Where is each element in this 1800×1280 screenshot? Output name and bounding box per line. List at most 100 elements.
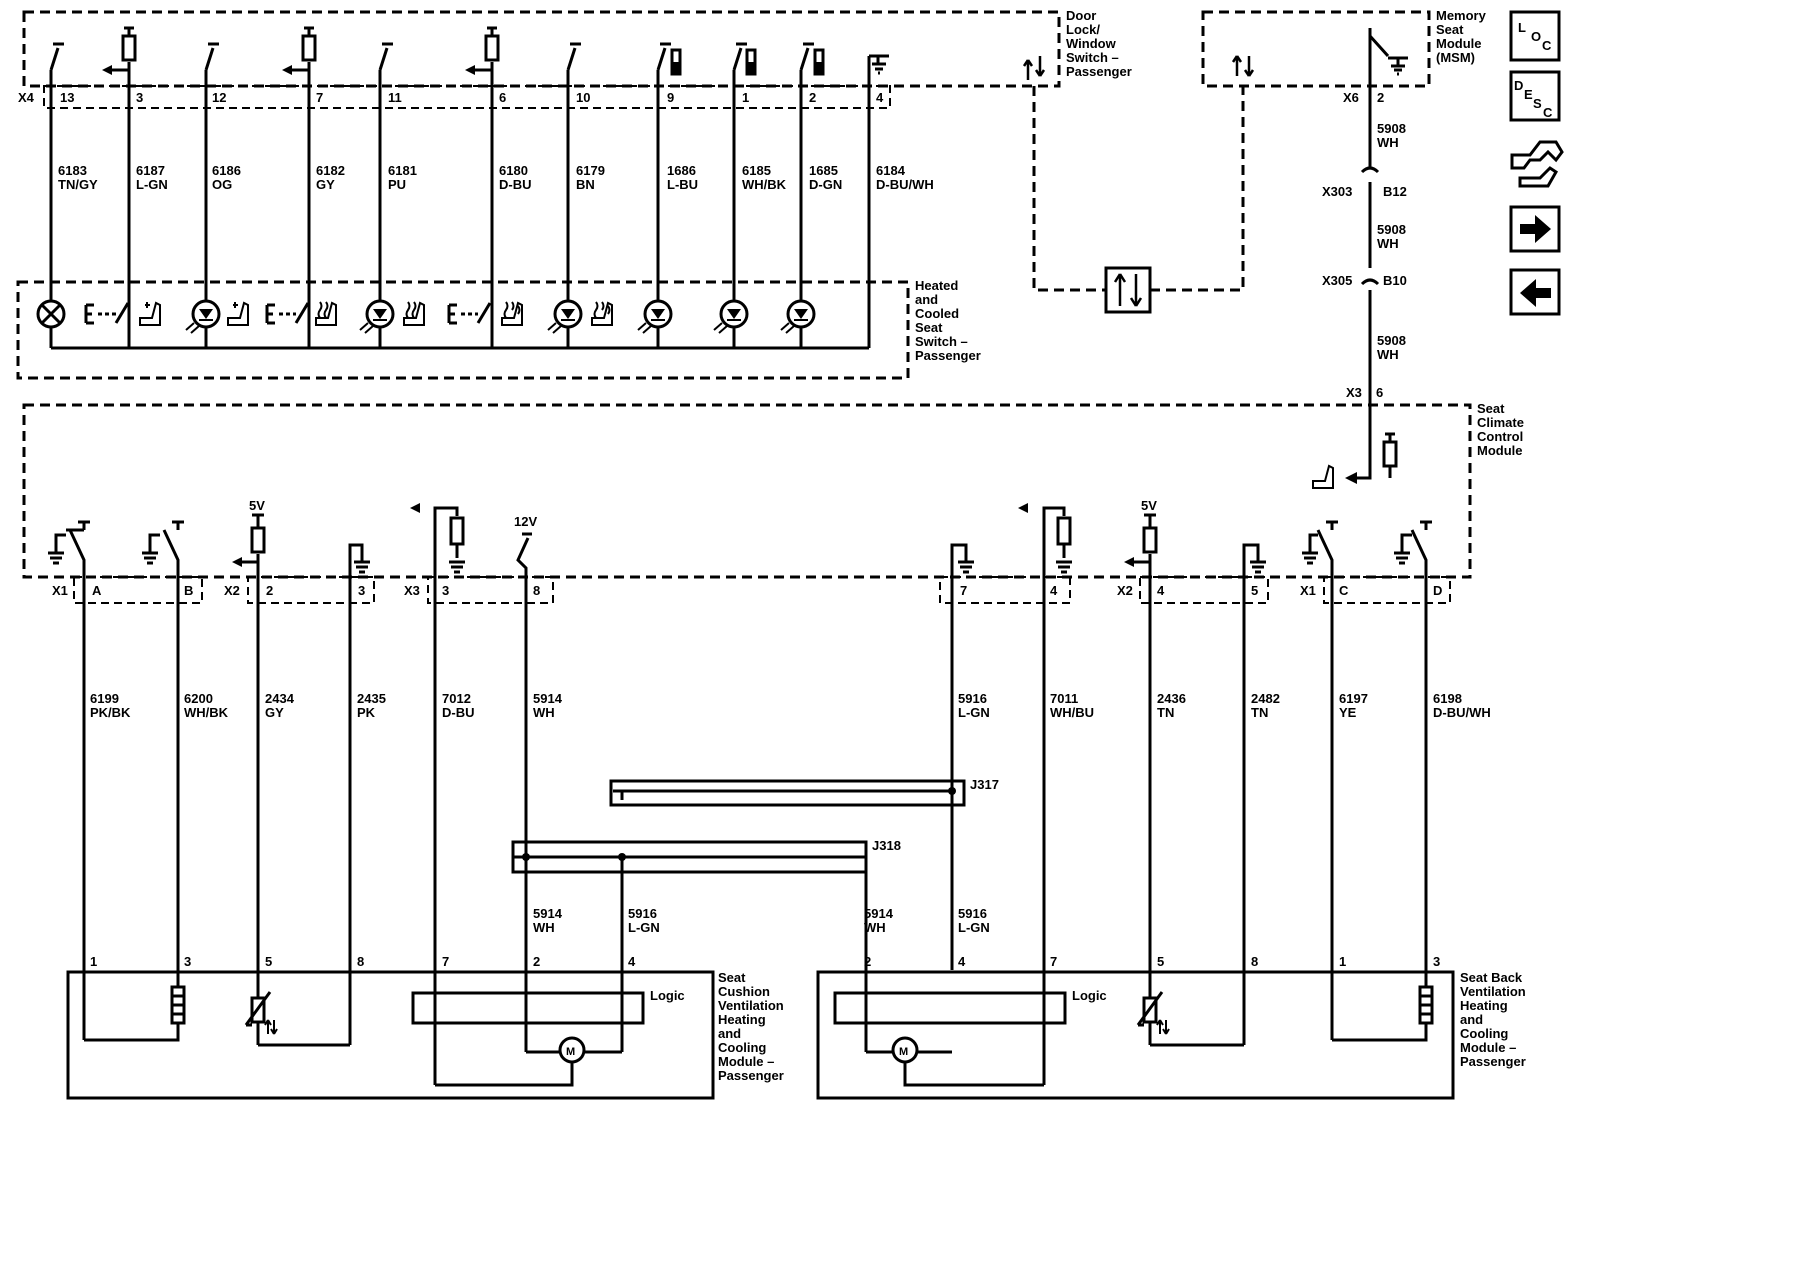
svg-text:5916: 5916: [958, 906, 987, 921]
svg-text:X303: X303: [1322, 184, 1352, 199]
svg-text:12: 12: [212, 90, 226, 105]
cushion-pin-labels: 1 3 5 8 7 2 4: [90, 954, 636, 969]
svg-text:S: S: [1533, 96, 1542, 111]
svg-text:3: 3: [136, 90, 143, 105]
svg-text:6: 6: [499, 90, 506, 105]
svg-text:B10: B10: [1383, 273, 1407, 288]
next-arrow-button[interactable]: [1509, 205, 1561, 253]
svg-text:L: L: [1518, 20, 1526, 35]
serial-data-dashed-link: [1032, 86, 1245, 292]
svg-text:WH: WH: [533, 705, 555, 720]
svg-text:9: 9: [667, 90, 674, 105]
bottom-wire-group: [48, 506, 1432, 1087]
thermistors: [244, 991, 1164, 1027]
svg-text:13: 13: [60, 90, 74, 105]
svg-text:D: D: [1433, 583, 1442, 598]
seat-cushion-module-box: [66, 970, 715, 1100]
svg-text:D-BU: D-BU: [499, 177, 532, 192]
x3b-connector: [939, 576, 1071, 604]
seat-back-module-box: [816, 970, 1455, 1100]
svg-text:E: E: [1524, 87, 1533, 102]
switch-indicators: [36, 299, 816, 334]
heated-cooled-switch-label: Heated and Cooled Seat Switch – Passenge…: [915, 278, 981, 363]
svg-text:L-BU: L-BU: [667, 177, 698, 192]
svg-text:6198: 6198: [1433, 691, 1462, 706]
desc-button[interactable]: D E S C: [1509, 70, 1561, 122]
svg-text:O: O: [1531, 29, 1541, 44]
connector-labels: X4 X6 X303 B12 X305 B10 X3 X1 X2 X3 X2 X…: [18, 90, 1407, 853]
x1-connector-right: [1323, 576, 1451, 604]
top-switch-group: [49, 42, 889, 75]
svg-text:6179: 6179: [576, 163, 605, 178]
svg-text:7: 7: [1050, 954, 1057, 969]
svg-text:X6: X6: [1343, 90, 1359, 105]
bottom-wire-labels: A 6199 PK/BK B 6200 WH/BK 2 2434 GY 3 24…: [90, 583, 1491, 720]
prev-arrow-button[interactable]: [1509, 268, 1561, 316]
heated-cooled-switch-box: [16, 280, 910, 380]
svg-text:OG: OG: [212, 177, 232, 192]
svg-text:GY: GY: [316, 177, 335, 192]
svg-text:5914: 5914: [533, 906, 563, 921]
svg-text:4: 4: [1157, 583, 1165, 598]
svg-text:2: 2: [533, 954, 540, 969]
svg-text:Passenger: Passenger: [1460, 1054, 1526, 1069]
svg-text:B: B: [184, 583, 193, 598]
svg-text:5908: 5908: [1377, 222, 1406, 237]
svg-text:2: 2: [809, 90, 816, 105]
svg-text:Door: Door: [1066, 8, 1096, 23]
seat-back-module-label: Seat Back Ventilation Heating and Coolin…: [1460, 970, 1526, 1069]
svg-text:L-GN: L-GN: [136, 177, 168, 192]
svg-text:1: 1: [742, 90, 749, 105]
svg-text:X4: X4: [18, 90, 35, 105]
svg-text:5914: 5914: [533, 691, 563, 706]
svg-text:X305: X305: [1322, 273, 1352, 288]
svg-text:2434: 2434: [265, 691, 295, 706]
back-pin-labels: 2 4 7 5 8 1 3: [864, 954, 1440, 969]
svg-text:YE: YE: [1339, 705, 1357, 720]
svg-text:Module –: Module –: [718, 1054, 774, 1069]
svg-text:L-GN: L-GN: [628, 920, 660, 935]
svg-text:11: 11: [388, 90, 402, 105]
bottom-arrowheads: [232, 503, 1134, 567]
svg-text:5916: 5916: [958, 691, 987, 706]
svg-text:TN: TN: [1251, 705, 1268, 720]
svg-text:Ventilation: Ventilation: [1460, 984, 1526, 999]
svg-text:Control: Control: [1477, 429, 1523, 444]
msm-wire: [1355, 28, 1408, 480]
svg-text:C: C: [1543, 105, 1553, 120]
svg-text:8: 8: [357, 954, 364, 969]
svg-text:WH: WH: [1377, 236, 1399, 251]
svg-text:1685: 1685: [809, 163, 838, 178]
svg-text:Window: Window: [1066, 36, 1117, 51]
heated-seat-icon: [501, 301, 523, 326]
cooled-seat-output-icon: [1312, 464, 1334, 489]
heater-elements: [170, 985, 1434, 1025]
svg-text:WH/BK: WH/BK: [184, 705, 229, 720]
top-pullup-group: [110, 26, 825, 76]
svg-text:Module: Module: [1436, 36, 1482, 51]
svg-text:Passenger: Passenger: [1066, 64, 1132, 79]
svg-text:7: 7: [442, 954, 449, 969]
svg-text:X1: X1: [52, 583, 68, 598]
svg-text:Heated: Heated: [915, 278, 958, 293]
svg-text:and: and: [718, 1026, 741, 1041]
svg-text:X2: X2: [1117, 583, 1133, 598]
svg-text:2435: 2435: [357, 691, 386, 706]
heated-seat-icon: [315, 301, 337, 326]
svg-text:1686: 1686: [667, 163, 696, 178]
svg-text:2: 2: [266, 583, 273, 598]
svg-text:5V: 5V: [1141, 498, 1157, 513]
back-logic-block: [833, 991, 1067, 1025]
svg-text:3: 3: [1433, 954, 1440, 969]
svg-text:GY: GY: [265, 705, 284, 720]
loc-button[interactable]: L O C: [1509, 10, 1561, 62]
svg-text:M: M: [566, 1046, 575, 1058]
svg-text:(MSM): (MSM): [1436, 50, 1475, 65]
harness-icon[interactable]: [1510, 140, 1564, 188]
svg-text:Lock/: Lock/: [1066, 22, 1100, 37]
cooled-seat-icon: [139, 301, 161, 326]
svg-text:Seat: Seat: [1436, 22, 1464, 37]
svg-text:WH: WH: [864, 920, 886, 935]
svg-text:and: and: [915, 292, 938, 307]
svg-text:A: A: [92, 583, 102, 598]
